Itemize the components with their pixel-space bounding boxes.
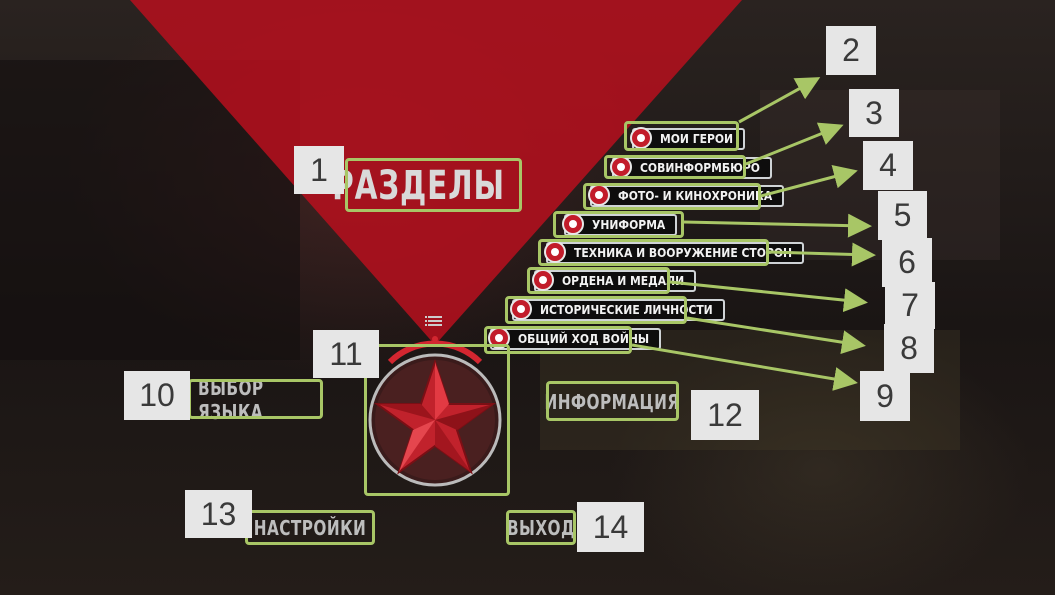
page-title: РАЗДЕЛЫ — [332, 163, 505, 209]
highlight-settings — [245, 510, 375, 545]
callout-7: 7 — [885, 282, 935, 329]
callout-9: 9 — [860, 371, 910, 421]
callout-14: 14 — [577, 502, 644, 552]
callout-13: 13 — [185, 490, 252, 538]
highlight-photo — [583, 183, 761, 210]
callout-1: 1 — [294, 146, 344, 194]
callout-10: 10 — [124, 371, 190, 420]
highlight-my-heroes — [624, 121, 739, 151]
menu-item-uniform[interactable]: УНИФОРМА — [562, 213, 678, 236]
callout-8: 8 — [884, 324, 934, 373]
bullet-icon — [510, 298, 532, 320]
highlight-medals — [527, 267, 670, 294]
highlight-war-course — [484, 326, 632, 354]
red-star-icon — [373, 358, 497, 475]
highlight-equipment — [538, 239, 769, 266]
exit-button[interactable]: ВЫХОД — [506, 516, 576, 540]
bullet-icon — [532, 269, 554, 291]
info-button[interactable]: ИНФОРМАЦИЯ — [544, 390, 680, 414]
callout-6: 6 — [882, 238, 932, 287]
menu-item-historical-figures[interactable]: ИСТОРИЧЕСКИЕ ЛИЧНОСТИ — [510, 298, 725, 321]
highlight-historical — [505, 296, 687, 324]
highlight-info — [546, 381, 679, 421]
main-star-button[interactable] — [360, 310, 515, 500]
list-icon[interactable] — [425, 316, 442, 326]
highlight-exit — [506, 510, 576, 545]
background-shadow — [0, 60, 300, 360]
callout-2: 2 — [826, 26, 876, 75]
bullet-icon — [562, 213, 584, 235]
highlight-star — [364, 344, 510, 496]
settings-button[interactable]: НАСТРОЙКИ — [253, 516, 367, 540]
menu-item-war-course[interactable]: ОБЩИЙ ХОД ВОЙНЫ — [488, 327, 662, 350]
highlight-title — [345, 158, 522, 212]
callout-4: 4 — [863, 141, 913, 190]
highlight-uniform — [553, 211, 684, 238]
highlight-language — [188, 379, 323, 419]
callout-12: 12 — [691, 390, 759, 440]
highlight-sovinformburo — [604, 155, 746, 179]
callout-11: 11 — [313, 330, 379, 378]
callout-5: 5 — [878, 191, 927, 240]
bullet-icon — [544, 241, 566, 263]
callout-3: 3 — [849, 89, 899, 137]
